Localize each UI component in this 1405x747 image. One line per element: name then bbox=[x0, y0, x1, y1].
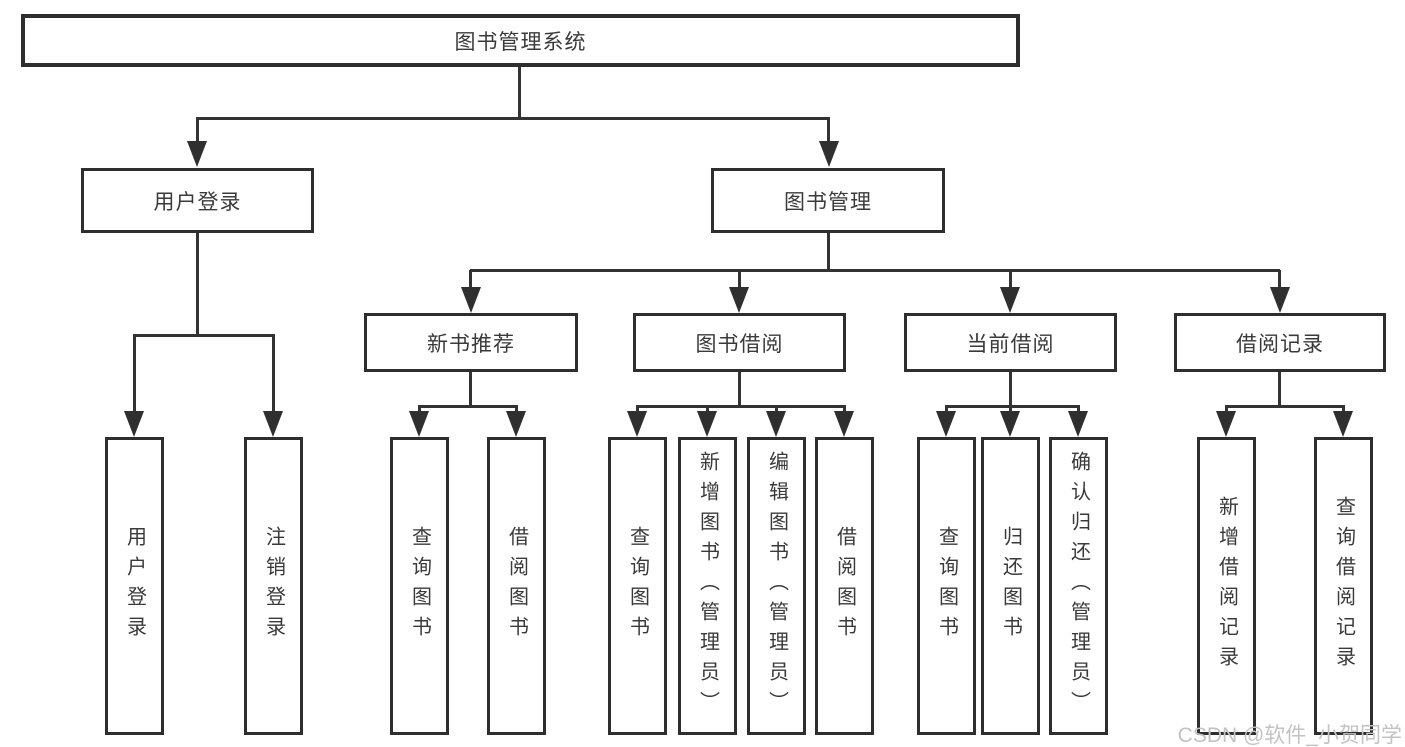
node-label: 编辑图书（管理员） bbox=[765, 451, 788, 721]
node-current-borrow: 当前借阅 bbox=[904, 313, 1117, 372]
connector-drop bbox=[1077, 405, 1080, 413]
connector-drop bbox=[1342, 405, 1345, 413]
node-user-login: 用户登录 bbox=[81, 168, 314, 233]
arrowhead bbox=[936, 411, 956, 437]
leaf-borrow-add-books-admin: 新增图书（管理员） bbox=[678, 437, 737, 735]
arrowhead bbox=[461, 287, 481, 313]
leaf-records-add-record: 新增借阅记录 bbox=[1197, 437, 1256, 735]
node-label: 借阅图书 bbox=[505, 526, 528, 646]
connector-drop-leaf-logout bbox=[272, 335, 275, 413]
arrowhead bbox=[819, 141, 839, 167]
node-book-management: 图书管理 bbox=[711, 168, 945, 233]
connector-drop bbox=[706, 405, 709, 413]
node-label: 查询图书 bbox=[935, 526, 958, 646]
connector-level2-bus bbox=[196, 117, 830, 120]
node-borrow-records: 借阅记录 bbox=[1174, 313, 1386, 372]
leaf-current-query-books: 查询图书 bbox=[917, 437, 976, 735]
node-root: 图书管理系统 bbox=[21, 14, 1020, 67]
node-label: 图书借阅 bbox=[695, 332, 784, 356]
node-label: 当前借阅 bbox=[966, 332, 1055, 356]
leaf-recommend-borrow-books: 借阅图书 bbox=[487, 437, 546, 735]
node-label: 确认归还（管理员） bbox=[1067, 451, 1090, 721]
connector-root-stub bbox=[518, 67, 521, 118]
connector-drop-current-borrow bbox=[1009, 270, 1012, 289]
connector-drop bbox=[945, 405, 948, 413]
connector-drop bbox=[515, 405, 518, 413]
connector-new-book-bus bbox=[418, 405, 518, 408]
leaf-borrow-borrow-books: 借阅图书 bbox=[815, 437, 874, 735]
arrowhead bbox=[1000, 287, 1020, 313]
node-label: 新增借阅记录 bbox=[1215, 496, 1238, 676]
connector-user-login-bus bbox=[133, 334, 275, 337]
node-label: 新增图书（管理员） bbox=[696, 451, 719, 721]
arrowhead bbox=[1270, 287, 1290, 313]
connector-book-borrow-bus bbox=[636, 405, 846, 408]
connector-drop-borrow-records bbox=[1278, 270, 1281, 289]
connector-borrow-records-stub bbox=[1278, 372, 1281, 407]
leaf-borrow-query-books: 查询图书 bbox=[608, 437, 667, 735]
connector-drop bbox=[775, 405, 778, 413]
connector-drop bbox=[1009, 405, 1012, 413]
arrowhead bbox=[187, 141, 207, 167]
arrowhead bbox=[263, 411, 283, 437]
connector-level3-bus bbox=[470, 269, 1280, 272]
node-label: 归还图书 bbox=[999, 526, 1022, 646]
node-new-book-recommend: 新书推荐 bbox=[364, 313, 578, 372]
arrowhead bbox=[729, 287, 749, 313]
node-label: 借阅记录 bbox=[1236, 332, 1324, 356]
node-book-borrow: 图书借阅 bbox=[633, 313, 846, 372]
connector-drop-new-book bbox=[469, 270, 472, 289]
arrowhead bbox=[1333, 411, 1353, 437]
leaf-borrow-edit-books-admin: 编辑图书（管理员） bbox=[747, 437, 806, 735]
arrowhead bbox=[627, 411, 647, 437]
leaf-records-query-record: 查询借阅记录 bbox=[1314, 437, 1373, 735]
node-label: 借阅图书 bbox=[833, 526, 856, 646]
arrowhead bbox=[834, 411, 854, 437]
arrowhead bbox=[697, 411, 717, 437]
leaf-current-return-books: 归还图书 bbox=[981, 437, 1040, 735]
connector-new-book-stub bbox=[469, 372, 472, 407]
connector-book-management-stub bbox=[827, 233, 830, 271]
node-label: 用户登录 bbox=[123, 526, 146, 646]
node-label: 查询图书 bbox=[626, 526, 649, 646]
arrowhead bbox=[124, 411, 144, 437]
node-label: 查询借阅记录 bbox=[1332, 496, 1355, 676]
node-label: 图书管理系统 bbox=[454, 30, 587, 54]
connector-drop bbox=[1225, 405, 1228, 413]
arrowhead bbox=[766, 411, 786, 437]
connector-drop-user-login bbox=[196, 118, 199, 144]
connector-drop bbox=[636, 405, 639, 413]
node-label: 图书管理 bbox=[784, 190, 872, 214]
connector-borrow-records-bus bbox=[1225, 405, 1345, 408]
arrowhead bbox=[1216, 411, 1236, 437]
leaf-logout: 注销登录 bbox=[244, 437, 303, 735]
connector-drop-leaf-login bbox=[133, 335, 136, 413]
arrowhead bbox=[1068, 411, 1088, 437]
node-label: 注销登录 bbox=[262, 526, 285, 646]
leaf-user-login: 用户登录 bbox=[105, 437, 164, 735]
arrowhead bbox=[1000, 411, 1020, 437]
connector-book-borrow-stub bbox=[738, 372, 741, 407]
connector-current-borrow-bus bbox=[945, 405, 1080, 408]
connector-drop bbox=[418, 405, 421, 413]
leaf-recommend-query-books: 查询图书 bbox=[390, 437, 449, 735]
leaf-current-confirm-return-admin: 确认归还（管理员） bbox=[1049, 437, 1108, 735]
node-label: 查询图书 bbox=[408, 526, 431, 646]
csdn-watermark: CSDN @软件_小贺同学 bbox=[1177, 724, 1402, 747]
connector-drop bbox=[843, 405, 846, 413]
arrowhead bbox=[409, 411, 429, 437]
node-label: 新书推荐 bbox=[427, 332, 515, 356]
connector-current-borrow-stub bbox=[1009, 372, 1012, 407]
connector-user-login-stub bbox=[196, 233, 199, 336]
arrowhead bbox=[506, 411, 526, 437]
connector-drop-book-borrow bbox=[738, 270, 741, 289]
connector-drop-book-management bbox=[827, 118, 830, 144]
node-label: 用户登录 bbox=[153, 190, 242, 214]
